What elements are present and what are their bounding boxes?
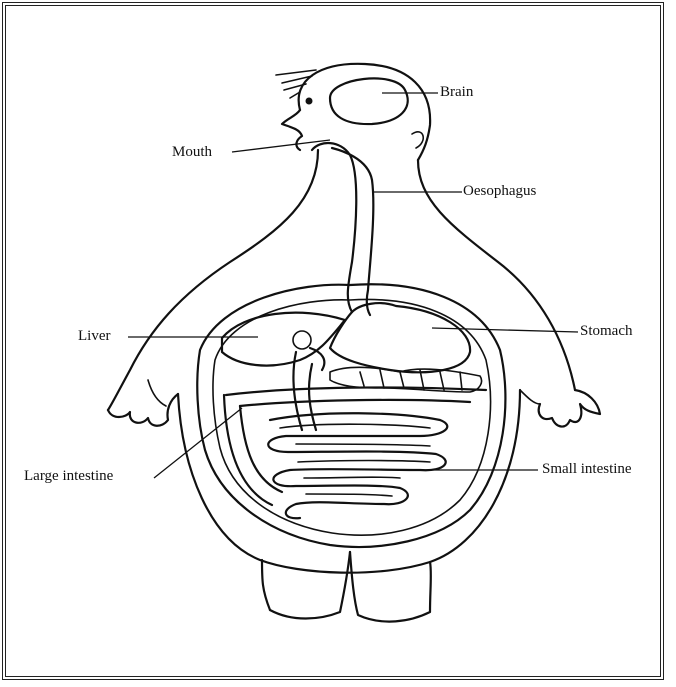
stomach-label: Stomach [580, 324, 633, 339]
stomach-organ [330, 303, 470, 372]
liver-label: Liver [78, 329, 110, 344]
head-outline [276, 64, 430, 160]
small-intestine-organ [268, 413, 447, 518]
brain-label: Brain [440, 85, 473, 100]
brain-organ [330, 78, 408, 124]
small-intestine-label: Small intestine [542, 462, 632, 477]
abdominal-cavity [197, 284, 505, 547]
stomach-leader-line [432, 328, 578, 332]
oesophagus-label: Oesophagus [463, 184, 536, 199]
oesophagus-organ [312, 143, 373, 315]
liver-organ [222, 313, 345, 366]
large-intestine-label: Large intestine [24, 469, 113, 484]
mouth-label: Mouth [172, 145, 212, 160]
body-outline [108, 150, 600, 622]
large-intestine-organ [224, 387, 486, 505]
